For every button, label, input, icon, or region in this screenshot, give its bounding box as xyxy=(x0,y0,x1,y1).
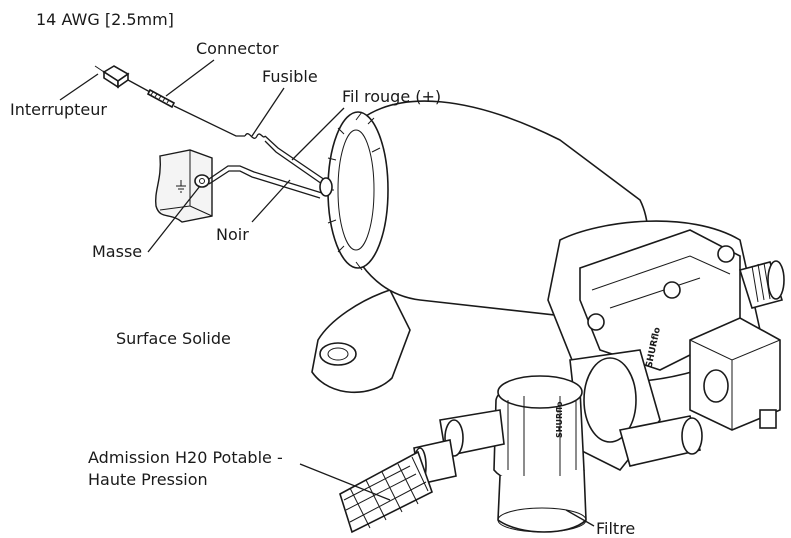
motor-end-cap xyxy=(327,111,389,269)
label-switch: Interrupteur xyxy=(10,100,107,119)
label-solid-surface: Surface Solide xyxy=(116,329,231,348)
filter-assembly: SHURflo xyxy=(413,375,587,533)
screw-icon xyxy=(663,281,681,299)
label-ground: Masse xyxy=(92,242,142,261)
label-red-wire: Fil rouge (+) xyxy=(342,87,441,106)
braided-hose xyxy=(339,450,433,534)
black-wire-edge xyxy=(208,170,321,199)
leader-fuse xyxy=(251,87,285,137)
pump-head: SHURflo xyxy=(547,220,785,472)
connector-icon xyxy=(146,88,176,109)
ground-icon xyxy=(176,180,186,193)
red-wire-edge xyxy=(264,140,323,185)
label-inlet-line2: Haute Pression xyxy=(88,470,208,489)
leader-black-wire xyxy=(251,179,291,223)
label-connector: Connector xyxy=(196,39,279,58)
red-wire xyxy=(264,135,326,181)
leader-switch xyxy=(59,73,99,101)
screw-icon xyxy=(717,245,735,263)
switch-terminal xyxy=(759,409,777,429)
inlet-hose xyxy=(339,450,433,534)
leader-red-wire xyxy=(291,107,345,161)
mounting-hole xyxy=(319,342,357,366)
wire-grommet xyxy=(319,177,333,197)
wiring-assembly xyxy=(94,65,326,223)
black-wire xyxy=(208,165,323,194)
label-fuse: Fusible xyxy=(262,67,318,86)
switch-icon xyxy=(94,65,130,89)
label-black-wire: Noir xyxy=(216,225,249,244)
fuse-icon xyxy=(244,133,266,139)
filter-brand-mark: SHURflo xyxy=(555,401,564,438)
leader-ground xyxy=(147,185,201,253)
fitting xyxy=(618,415,702,467)
label-filter: Filtre xyxy=(596,519,635,538)
filter-bowl xyxy=(497,469,587,533)
screw-icon xyxy=(587,313,605,331)
leader-filter xyxy=(565,509,595,527)
leader-inlet xyxy=(299,463,391,501)
ring-terminal-icon xyxy=(194,174,210,188)
red-wire-lead xyxy=(173,105,245,137)
label-wire-gauge: 14 AWG [2.5mm] xyxy=(36,10,174,29)
label-inlet-line1: Admission H20 Potable - xyxy=(88,448,283,467)
callout-labels: 14 AWG [2.5mm] Connector Fusible Fil rou… xyxy=(10,10,635,538)
leader-connector xyxy=(165,59,215,97)
wire-switch-connector xyxy=(127,79,151,93)
mounting-foot xyxy=(311,289,411,394)
